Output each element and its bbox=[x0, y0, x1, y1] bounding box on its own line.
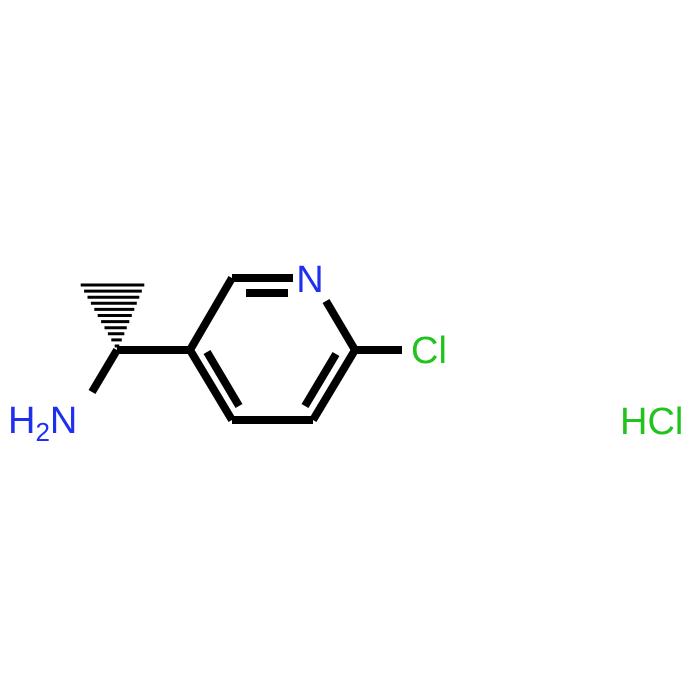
bond-c4-c3 bbox=[186, 347, 236, 423]
hcl-salt-label: HCl bbox=[620, 401, 683, 443]
amine-hydrogen: H bbox=[8, 400, 35, 442]
amine-label: H2N bbox=[8, 400, 77, 447]
bond-n1-c6 bbox=[322, 298, 359, 353]
bond-c4-c3-inner bbox=[203, 349, 243, 409]
bond-chiral-amine bbox=[88, 347, 121, 395]
hashed-wedge-bond bbox=[80, 283, 145, 348]
bond-skeleton bbox=[88, 274, 402, 424]
bond-c6-c5-inner bbox=[301, 351, 340, 409]
amine-nitrogen: N bbox=[50, 400, 77, 442]
bond-c6-c5 bbox=[309, 347, 359, 423]
ring-nitrogen-label: N bbox=[296, 259, 323, 301]
amine-hydrogen-count: 2 bbox=[35, 417, 49, 447]
chlorine-label: Cl bbox=[411, 330, 447, 372]
bond-c3-c2 bbox=[186, 275, 236, 353]
